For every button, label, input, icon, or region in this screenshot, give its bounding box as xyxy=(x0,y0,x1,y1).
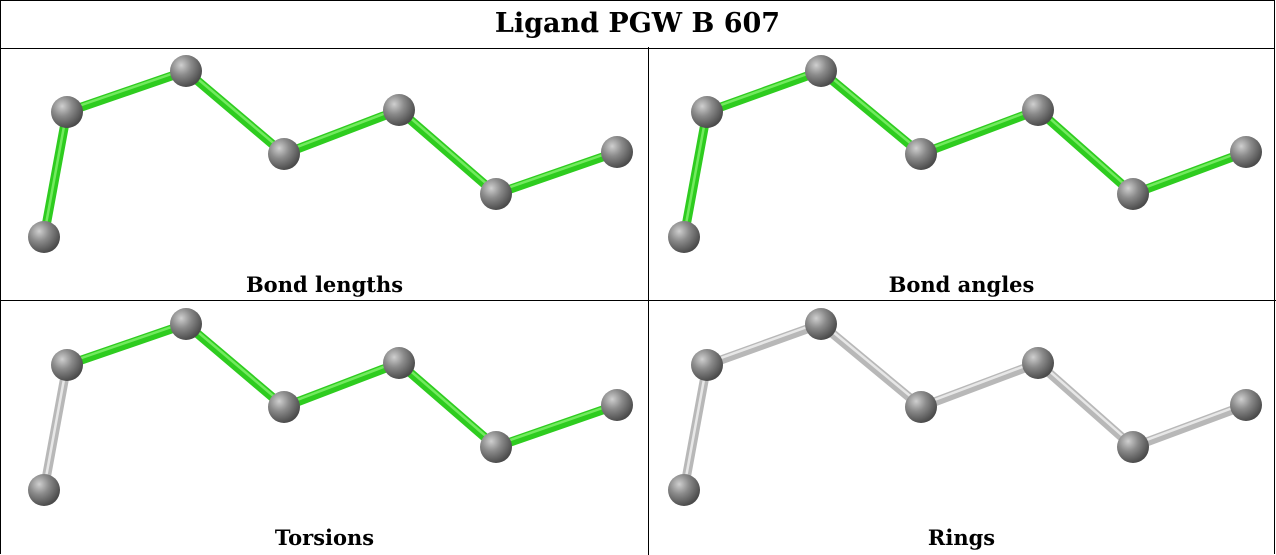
atom-7 xyxy=(601,389,633,421)
atom-6 xyxy=(1117,178,1149,210)
atom-4 xyxy=(268,138,300,170)
atom-7 xyxy=(1230,389,1262,421)
atom-3 xyxy=(805,308,837,340)
atom-3 xyxy=(170,55,202,87)
ligand-title: Ligand PGW B 607 xyxy=(1,1,1274,49)
bond-1-highlighted xyxy=(679,107,712,242)
atom-2 xyxy=(51,96,83,128)
bond-5-highlighted xyxy=(394,105,501,199)
atom-6 xyxy=(480,431,512,463)
bond-3-highlighted xyxy=(181,319,289,412)
panel-torsions: Torsions xyxy=(1,301,648,555)
atom-5 xyxy=(1022,347,1054,379)
bond-3 xyxy=(816,319,926,412)
bond-6-highlighted xyxy=(1128,147,1251,199)
panel-rings: Rings xyxy=(649,301,1274,555)
atom-6 xyxy=(480,178,512,210)
bond-5 xyxy=(1033,358,1138,452)
bond-1 xyxy=(679,360,712,495)
panel-label-bond-lengths: Bond lengths xyxy=(245,272,404,297)
atom-7 xyxy=(1230,136,1262,168)
atom-6 xyxy=(1117,431,1149,463)
column-divider xyxy=(648,47,649,555)
atom-4 xyxy=(268,391,300,423)
atom-1 xyxy=(28,221,60,253)
bond-2-highlighted xyxy=(702,66,826,117)
panel-label-rings: Rings xyxy=(927,525,996,550)
atom-3 xyxy=(170,308,202,340)
bond-3-highlighted xyxy=(816,66,926,159)
atom-1 xyxy=(668,474,700,506)
row-divider xyxy=(0,300,1276,301)
bond-2-highlighted xyxy=(62,66,191,117)
panel-label-bond-angles: Bond angles xyxy=(888,272,1035,297)
atom-5 xyxy=(383,347,415,379)
molecule-torsions xyxy=(28,308,633,506)
bond-5-highlighted xyxy=(394,358,501,452)
bond-1 xyxy=(39,360,72,495)
bond-4 xyxy=(916,358,1043,412)
panel-bond-lengths: Bond lengths xyxy=(1,48,648,300)
molecule-bond-angles xyxy=(668,55,1262,253)
atom-1 xyxy=(668,221,700,253)
atom-4 xyxy=(905,391,937,423)
atom-2 xyxy=(51,349,83,381)
bond-4-highlighted xyxy=(279,105,404,159)
bond-5-highlighted xyxy=(1033,105,1138,199)
bond-3-highlighted xyxy=(181,66,289,159)
bond-4-highlighted xyxy=(916,105,1043,159)
bond-6-highlighted xyxy=(491,147,622,199)
molecule-bond-lengths xyxy=(28,55,633,253)
bond-2 xyxy=(702,319,826,370)
atom-2 xyxy=(691,96,723,128)
atom-4 xyxy=(905,138,937,170)
panel-label-torsions: Torsions xyxy=(274,525,375,550)
bond-6-highlighted xyxy=(491,400,622,452)
bond-4-highlighted xyxy=(279,358,404,412)
bond-1-highlighted xyxy=(39,107,72,242)
molecule-rings xyxy=(668,308,1262,506)
bond-2-highlighted xyxy=(62,319,191,370)
atom-1 xyxy=(28,474,60,506)
atom-3 xyxy=(805,55,837,87)
atom-5 xyxy=(1022,94,1054,126)
atom-7 xyxy=(601,136,633,168)
atom-2 xyxy=(691,349,723,381)
bond-6 xyxy=(1128,400,1251,452)
atom-5 xyxy=(383,94,415,126)
panel-bond-angles: Bond angles xyxy=(649,48,1274,300)
